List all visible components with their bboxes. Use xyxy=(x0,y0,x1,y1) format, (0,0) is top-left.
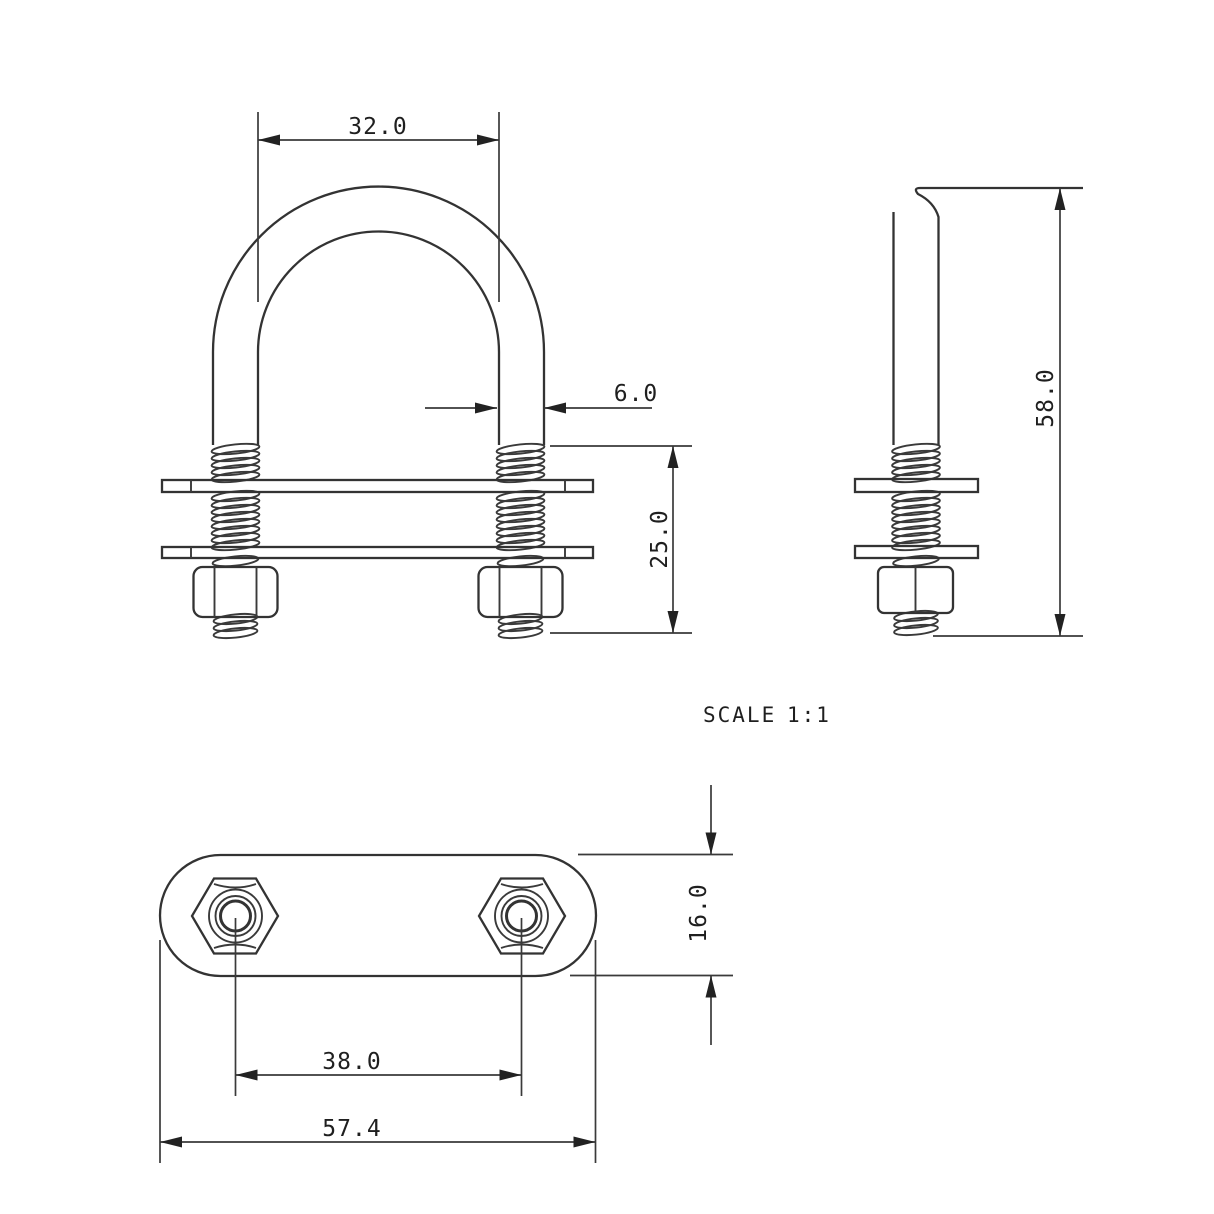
upper-plate xyxy=(160,478,595,494)
front-view: 32.0 6.0 25.0 xyxy=(160,112,692,641)
arrowhead xyxy=(1054,614,1066,636)
extension-lines xyxy=(234,918,523,1096)
dim-overall-height: 58.0 xyxy=(933,188,1083,637)
side-view: 58.0 xyxy=(853,186,1083,638)
plate-outline xyxy=(158,853,598,978)
arrowhead xyxy=(667,446,679,468)
arrowhead xyxy=(544,402,566,414)
u-bolt-right-leg xyxy=(497,352,546,445)
extension-lines xyxy=(257,112,500,302)
scale-note: SCALE 1:1 xyxy=(703,703,831,727)
arrowhead xyxy=(573,1136,596,1148)
left-leg-threads xyxy=(210,440,261,641)
u-bolt-inner-arch xyxy=(256,230,501,353)
u-bolt-outer-arch xyxy=(211,185,546,353)
left-nut xyxy=(192,565,279,619)
dim-plate-length: 57.4 xyxy=(159,940,597,1163)
arrowhead xyxy=(258,134,280,146)
arrowhead xyxy=(499,1069,522,1081)
arrowhead xyxy=(705,975,717,998)
dim-clamp-height: 25.0 xyxy=(550,445,692,634)
dim-inner-width-label: 32.0 xyxy=(348,114,407,140)
dim-plate-width-label: 16.0 xyxy=(686,883,712,942)
dim-rod-diameter-label: 6.0 xyxy=(614,381,659,407)
arrowhead xyxy=(1054,188,1066,210)
dim-plate-length-label: 57.4 xyxy=(322,1116,381,1142)
bottom-view: 16.0 38.0 57.4 xyxy=(158,785,733,1163)
plate-end-ticks xyxy=(190,480,566,558)
dim-bolt-spacing-label: 38.0 xyxy=(322,1049,381,1075)
lower-plate-side xyxy=(853,544,980,560)
dim-plate-width: 16.0 xyxy=(570,785,733,1045)
dim-clamp-height-label: 25.0 xyxy=(647,509,673,568)
extension-lines xyxy=(570,853,733,977)
dim-rod-diameter: 6.0 xyxy=(425,381,659,414)
rod-top-and-right-edge xyxy=(914,186,1083,445)
u-bolt-left-leg xyxy=(211,352,260,445)
nut-side xyxy=(876,565,955,615)
arrowhead xyxy=(235,1069,258,1081)
dim-overall-height-label: 58.0 xyxy=(1033,368,1059,427)
arrowhead xyxy=(160,1136,182,1148)
scale-value: 1:1 xyxy=(787,703,831,727)
dim-bolt-spacing: 38.0 xyxy=(234,918,523,1096)
scale-label: SCALE xyxy=(703,703,776,727)
arrowhead xyxy=(667,611,679,633)
right-leg-threads xyxy=(495,440,546,641)
extension-lines xyxy=(550,445,692,634)
dim-inner-width: 32.0 xyxy=(257,112,500,302)
lower-plate xyxy=(160,545,595,560)
right-nut xyxy=(477,565,564,619)
left-nut-top xyxy=(190,877,280,955)
arrowhead xyxy=(477,134,499,146)
extension-lines xyxy=(159,940,597,1163)
arrowhead xyxy=(705,832,717,855)
arrowhead xyxy=(475,402,497,414)
upper-plate-side xyxy=(853,477,980,494)
